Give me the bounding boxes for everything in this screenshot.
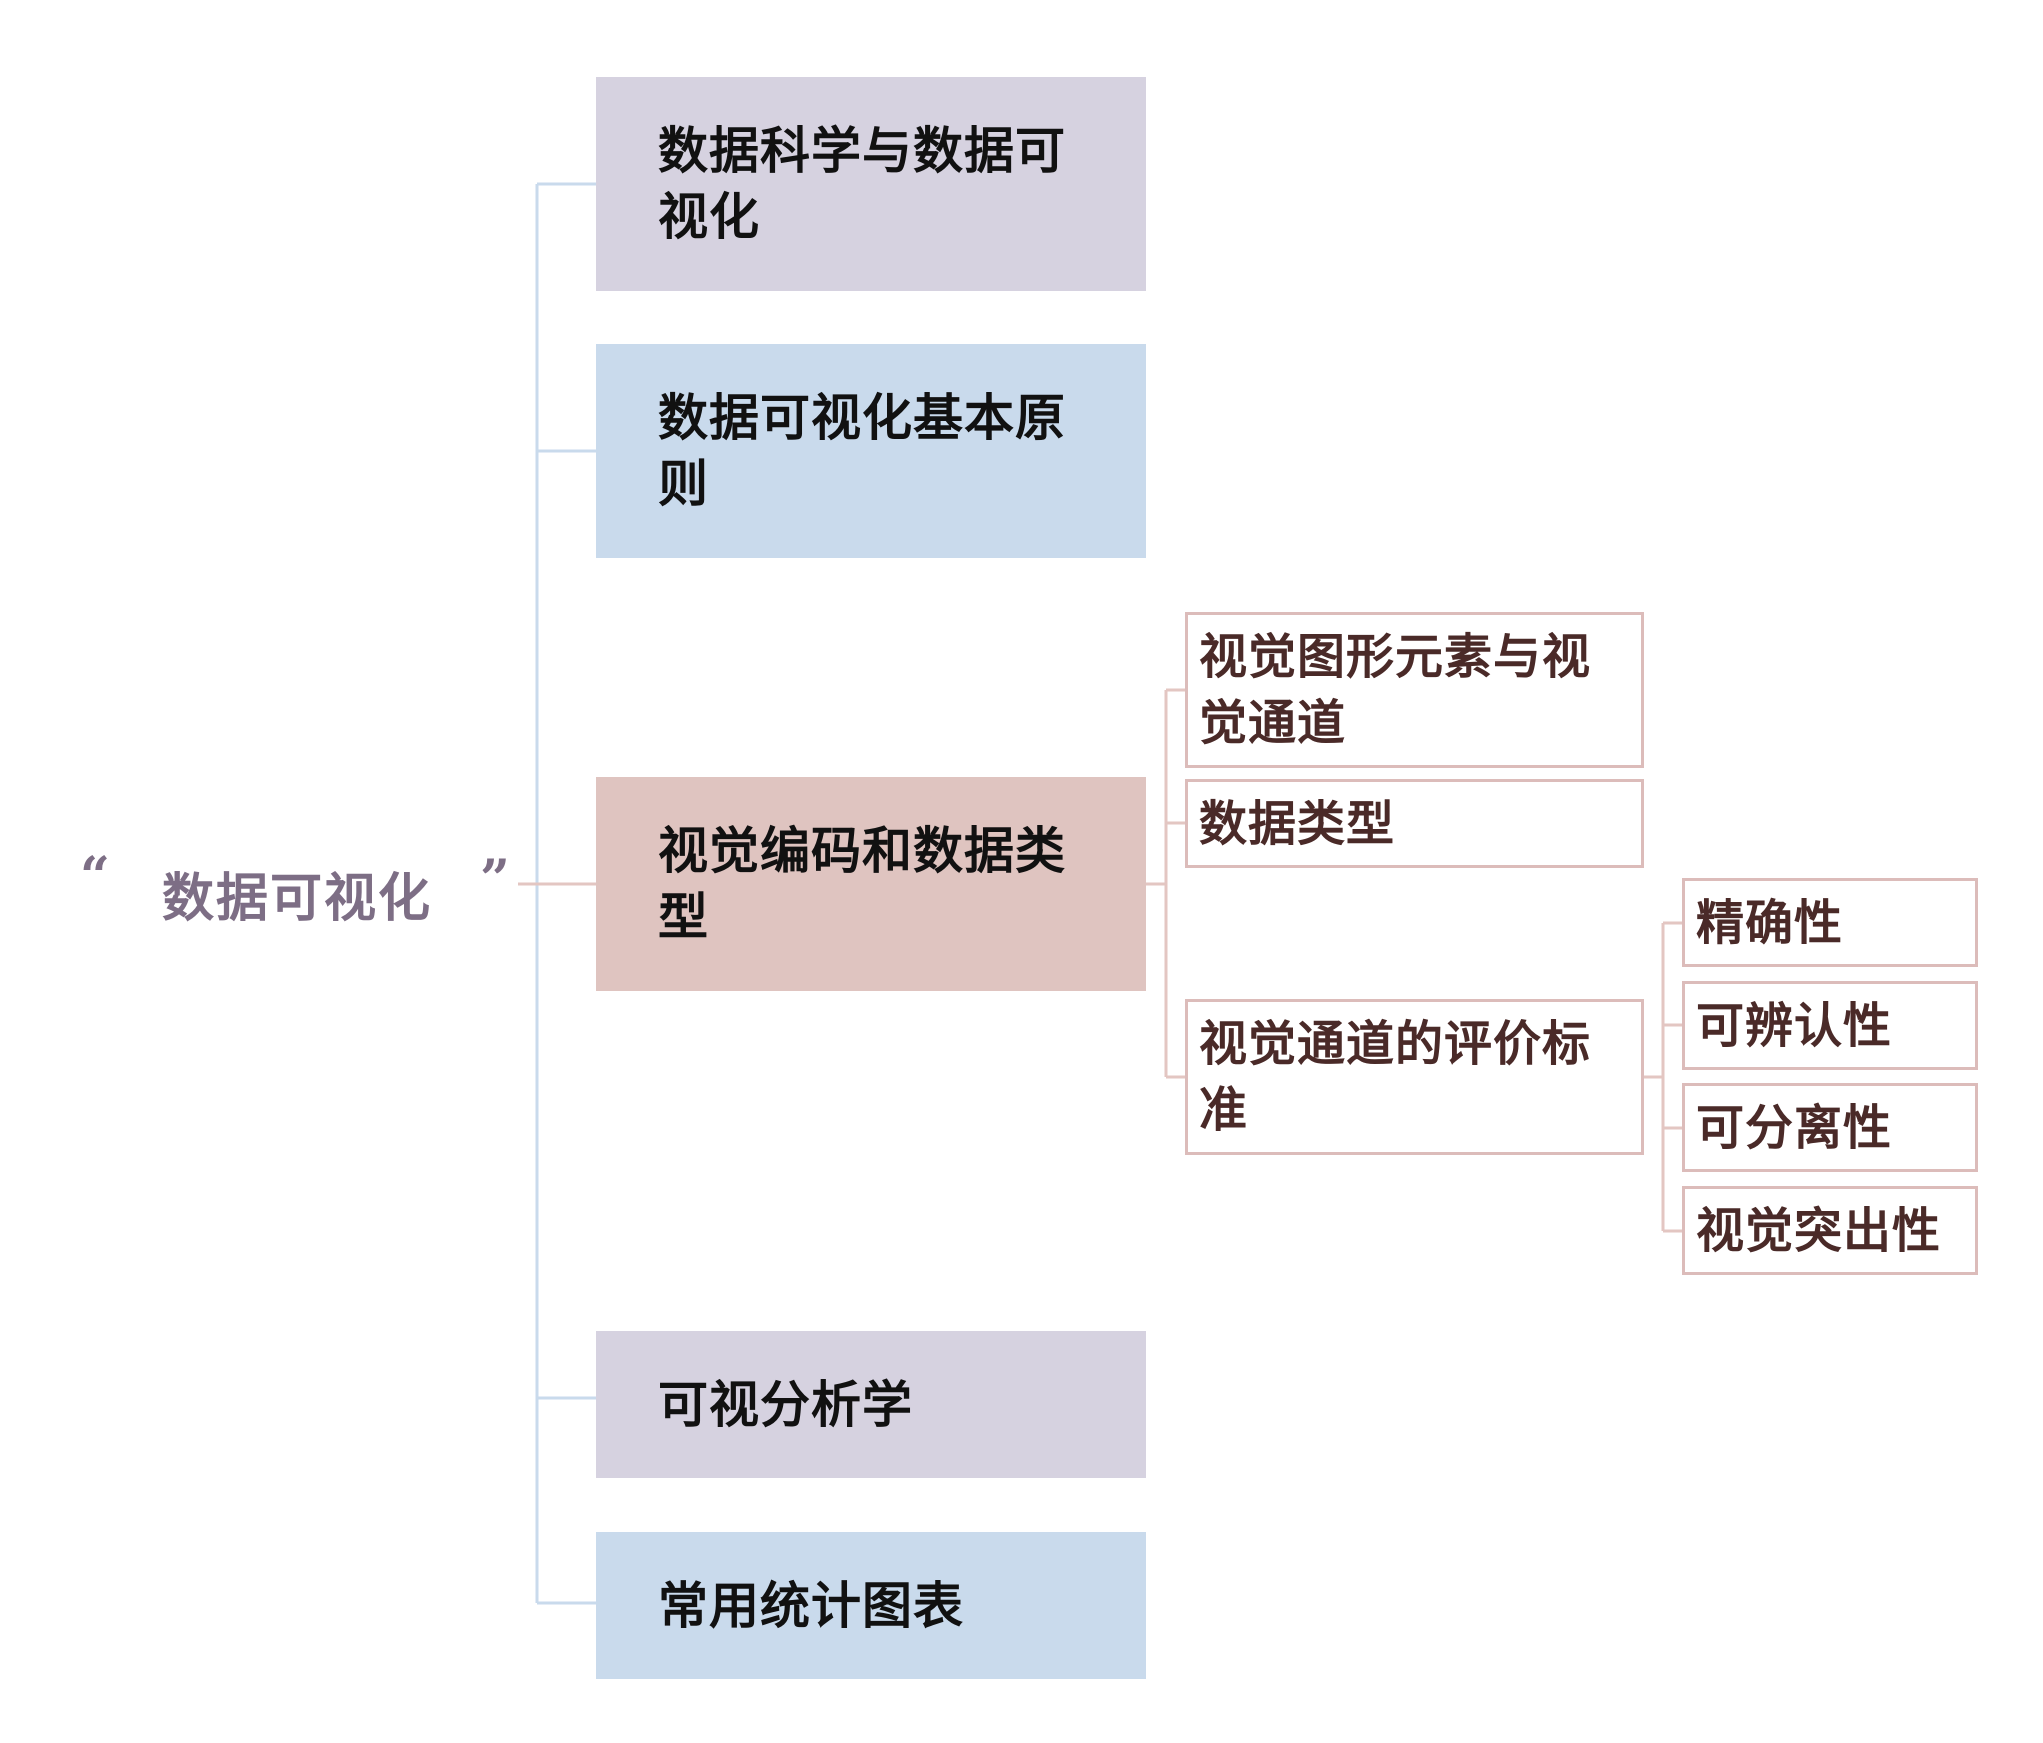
leaf-label: 可分离性 [1696,1099,1893,1156]
leaf-accuracy: 精确性 [1682,878,1978,967]
subnode-channel-evaluation: 视觉通道的评价标准 [1185,999,1644,1155]
subnode-data-types: 数据类型 [1185,779,1644,868]
branch-node-data-science: 数据科学与数据可视化 [596,77,1146,291]
branch-label: 常用统计图表 [658,1576,964,1635]
root-label: 数据可视化 [162,869,433,929]
subnode-label: 数据类型 [1199,795,1396,852]
branch-node-visual-encoding: 视觉编码和数据类型 [596,777,1146,991]
branch-label: 数据科学与数据可视化 [658,122,1066,246]
leaf-label: 视觉突出性 [1696,1202,1942,1259]
leaf-discriminability: 可辨认性 [1682,981,1978,1070]
branch-label: 数据可视化基本原则 [658,389,1066,513]
open-quote-mark: “ [80,846,110,907]
leaf-connector [1644,921,1682,1233]
branch-label: 视觉编码和数据类型 [658,822,1066,946]
trunk-connector [518,182,596,1605]
subbranch-connector [1146,688,1185,1079]
subnode-graphic-elements-channels: 视觉图形元素与视觉通道 [1185,612,1644,768]
close-quote-mark: ” [480,849,510,910]
leaf-label: 可辨认性 [1696,997,1893,1054]
leaf-label: 精确性 [1696,894,1844,951]
branch-node-visual-analytics: 可视分析学 [596,1331,1146,1478]
leaf-separability: 可分离性 [1682,1083,1978,1172]
branch-label: 可视分析学 [658,1375,913,1434]
subnode-label: 视觉通道的评价标准 [1199,1016,1592,1138]
subnode-label: 视觉图形元素与视觉通道 [1199,629,1592,751]
leaf-visual-popout: 视觉突出性 [1682,1186,1978,1275]
branch-node-common-charts: 常用统计图表 [596,1532,1146,1679]
root-node: “ 数据可视化 ” [80,838,520,930]
branch-node-basic-principles: 数据可视化基本原则 [596,344,1146,558]
